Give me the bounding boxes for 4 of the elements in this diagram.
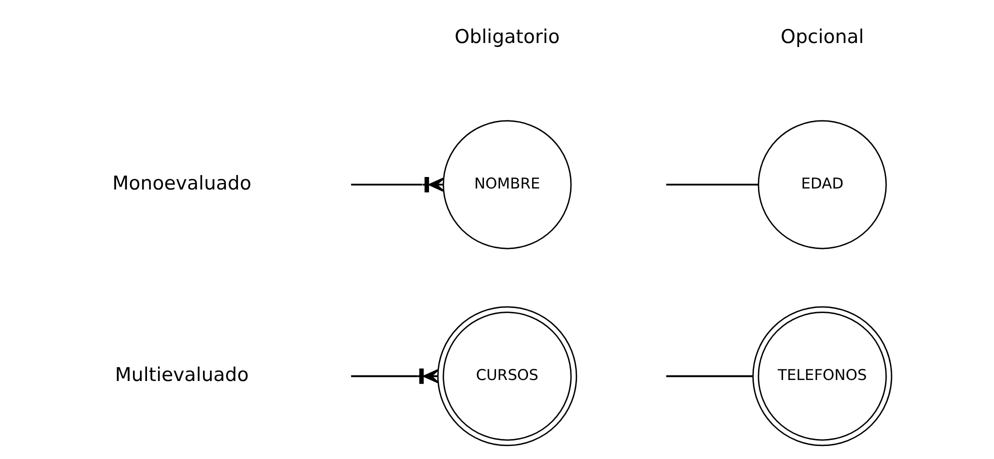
label: Opcional [780,26,864,48]
label: Obligatorio [454,26,560,48]
label: Multievaluado [115,364,249,386]
label: Monoevaluado [112,172,252,195]
